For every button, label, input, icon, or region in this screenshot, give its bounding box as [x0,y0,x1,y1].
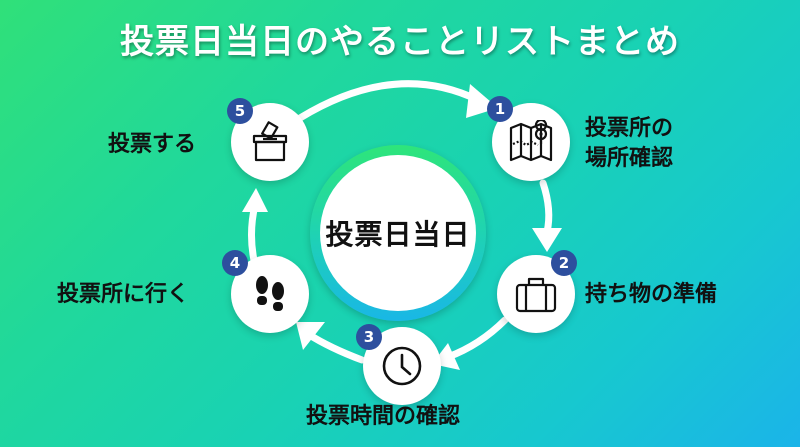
page-title: 投票日当日のやることリストまとめ [120,22,680,62]
step-4-label: 投票所に行く [57,282,190,307]
step-2-badge: 2 [551,250,577,276]
step-5-label: 投票する [108,132,197,157]
step-3-label: 投票時間の確認 [306,404,461,429]
step-5-badge: 5 [227,98,253,124]
briefcase-icon [515,277,557,313]
step-1-badge: 1 [487,96,513,122]
arrow-1-to-2 [539,179,553,236]
clock-icon [382,346,422,386]
step-1-label: 投票所の 場所確認 [585,114,673,174]
arrow-5-to-1 [296,80,482,122]
step-3-node [363,327,441,405]
ballot-box-icon [252,121,288,162]
arrowhead-2 [532,228,562,252]
footprints-icon [256,276,284,311]
step-4-badge: 4 [222,250,248,276]
arrow-2-to-3 [444,316,509,361]
arrow-3-to-4 [304,330,366,364]
center-label: 投票日当日 [325,218,471,251]
step-1-label-line1: 投票所の [585,116,674,141]
map-pin-icon [509,120,553,162]
center-circle: 投票日当日 [310,145,486,321]
arrow-4-to-5 [248,201,259,269]
step-3-badge: 3 [356,324,382,350]
arrowhead-4 [296,322,325,350]
arrowhead-5 [242,188,268,212]
step-2-label: 持ち物の準備 [585,282,718,307]
step-1-label-line2: 場所確認 [585,146,674,171]
